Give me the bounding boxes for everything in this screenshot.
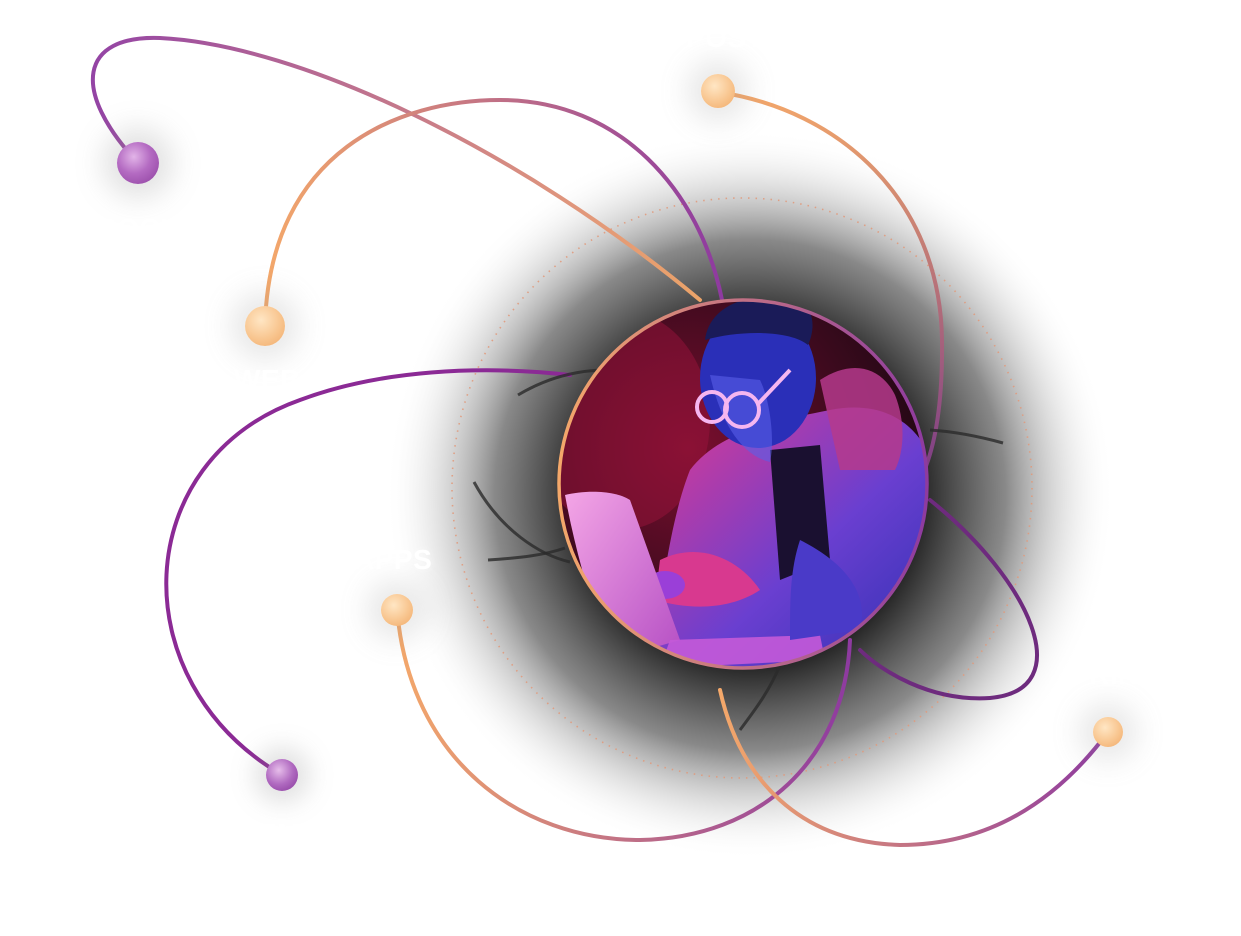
- web-node-icon: [245, 306, 285, 346]
- label-email: EMAIL: [258, 818, 348, 849]
- portrait-image: [560, 301, 926, 667]
- social-node-icon: [117, 142, 159, 184]
- print-node-icon: [1093, 717, 1123, 747]
- label-social: SOCIAL: [98, 213, 207, 244]
- label-post: POST: [686, 22, 765, 53]
- apps-node-icon: [381, 594, 413, 626]
- label-apps: APPS: [354, 544, 433, 575]
- label-web: WEB: [234, 364, 301, 395]
- label-print: PRINT: [1070, 659, 1157, 690]
- post-node-icon: [701, 74, 735, 108]
- email-node-icon: [266, 759, 298, 791]
